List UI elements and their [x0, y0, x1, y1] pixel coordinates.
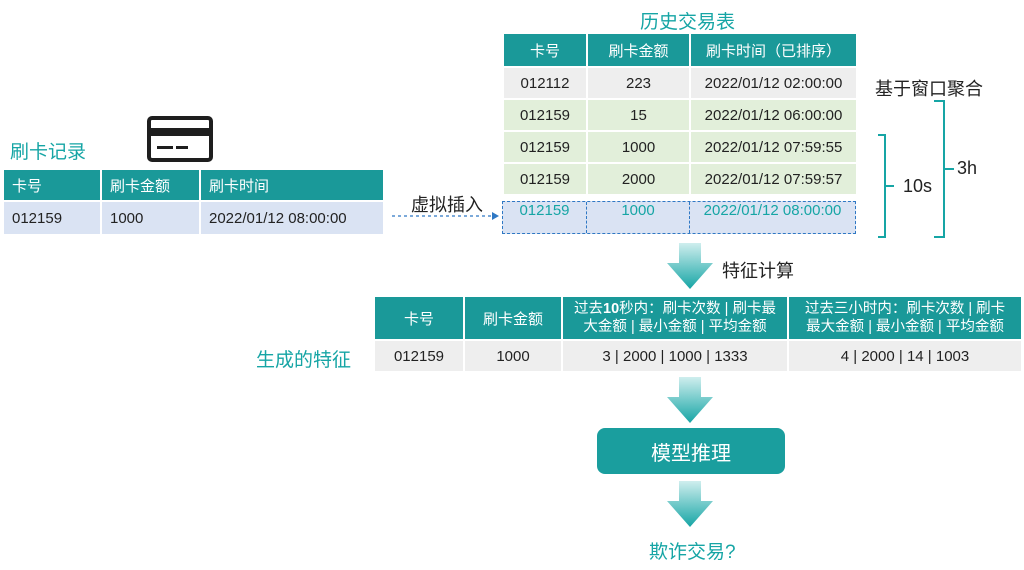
table-row-cell: 012112: [504, 68, 586, 98]
virtual-inserted-row: 012159 1000 2022/01/12 08:00:00: [502, 201, 856, 234]
down-arrow-icon: [667, 243, 713, 289]
down-arrow-icon: [667, 377, 713, 423]
window-aggregation-label: 基于窗口聚合: [875, 79, 983, 99]
virtual-cell-amount: 1000: [587, 202, 690, 233]
header-amount: 刷卡金额: [102, 170, 199, 200]
header-time: 刷卡时间: [201, 170, 383, 200]
virtual-insert-label: 虚拟插入: [411, 195, 483, 215]
cell-card-no: 012159: [4, 202, 100, 234]
table-row-cell: 2022/01/12 07:59:57: [691, 164, 856, 194]
cell-3h-features: 4 | 2000 | 14 | 1003: [789, 341, 1021, 371]
window-10s-label: 10s: [903, 176, 933, 196]
swipe-record-title: 刷卡记录: [10, 142, 87, 163]
history-table-title: 历史交易表: [640, 12, 736, 33]
features-table: 卡号 刷卡金额 过去10秒内：刷卡次数 | 刷卡最 大金额 | 最小金额 | 平…: [375, 297, 1021, 371]
virtual-cell-time: 2022/01/12 08:00:00: [703, 202, 842, 219]
header-card-no: 卡号: [375, 297, 463, 339]
generated-features-title: 生成的特征: [256, 350, 352, 371]
table-row-cell: 012159: [504, 132, 586, 162]
cell-amount: 1000: [102, 202, 199, 234]
header-time-sorted: 刷卡时间（已排序）: [691, 34, 856, 66]
down-arrow-icon: [667, 481, 713, 527]
fraud-question-label: 欺诈交易?: [649, 542, 736, 563]
swipe-record-table: 卡号 刷卡金额 刷卡时间 012159 1000 2022/01/12 08:0…: [4, 170, 383, 234]
cell-10s-features: 3 | 2000 | 1000 | 1333: [563, 341, 787, 371]
feature-calc-label: 特征计算: [722, 261, 794, 281]
table-row-cell: 2022/01/12 06:00:00: [691, 100, 856, 130]
header-10s-features: 过去10秒内：刷卡次数 | 刷卡最 大金额 | 最小金额 | 平均金额: [563, 297, 787, 339]
cell-card-no: 012159: [375, 341, 463, 371]
header-card-no: 卡号: [4, 170, 100, 200]
header-card-no: 卡号: [504, 34, 586, 66]
table-row-cell: 2000: [588, 164, 689, 194]
table-row-cell: 1000: [588, 132, 689, 162]
header-amount: 刷卡金额: [465, 297, 561, 339]
table-row-cell: 012159: [504, 164, 586, 194]
header-3h-features: 过去三小时内：刷卡次数 | 刷卡 最大金额 | 最小金额 | 平均金额: [789, 297, 1021, 339]
table-row-cell: 2022/01/12 07:59:55: [691, 132, 856, 162]
table-row-cell: 223: [588, 68, 689, 98]
table-row-cell: 012159: [504, 100, 586, 130]
header-amount: 刷卡金额: [588, 34, 689, 66]
model-inference-box: 模型推理: [597, 428, 785, 474]
cell-amount: 1000: [465, 341, 561, 371]
history-table: 卡号 刷卡金额 刷卡时间（已排序） 012112 223 2022/01/12 …: [504, 34, 856, 194]
virtual-cell-card-no: 012159: [503, 202, 587, 233]
table-row-cell: 2022/01/12 02:00:00: [691, 68, 856, 98]
table-row-cell: 15: [588, 100, 689, 130]
credit-card-icon: [147, 116, 213, 162]
virtual-insert-arrow: [392, 212, 499, 220]
cell-time: 2022/01/12 08:00:00: [201, 202, 383, 234]
window-brackets: [878, 100, 954, 238]
window-3h-label: 3h: [957, 158, 978, 178]
